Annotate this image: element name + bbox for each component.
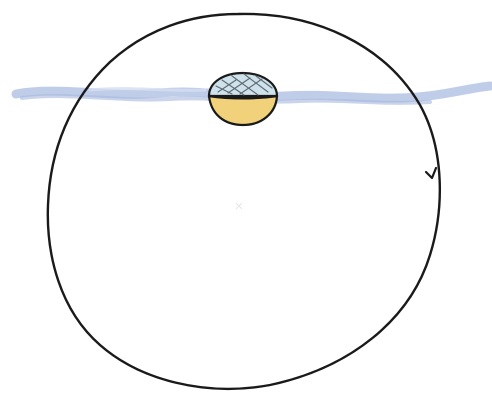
large-orbit-circle — [48, 14, 440, 389]
direction-arrow-icon — [426, 168, 436, 178]
small-ball-with-cap — [209, 73, 277, 125]
center-mark — [236, 203, 242, 209]
ball-lower-half — [209, 96, 277, 125]
band-stroke-light — [90, 89, 205, 91]
